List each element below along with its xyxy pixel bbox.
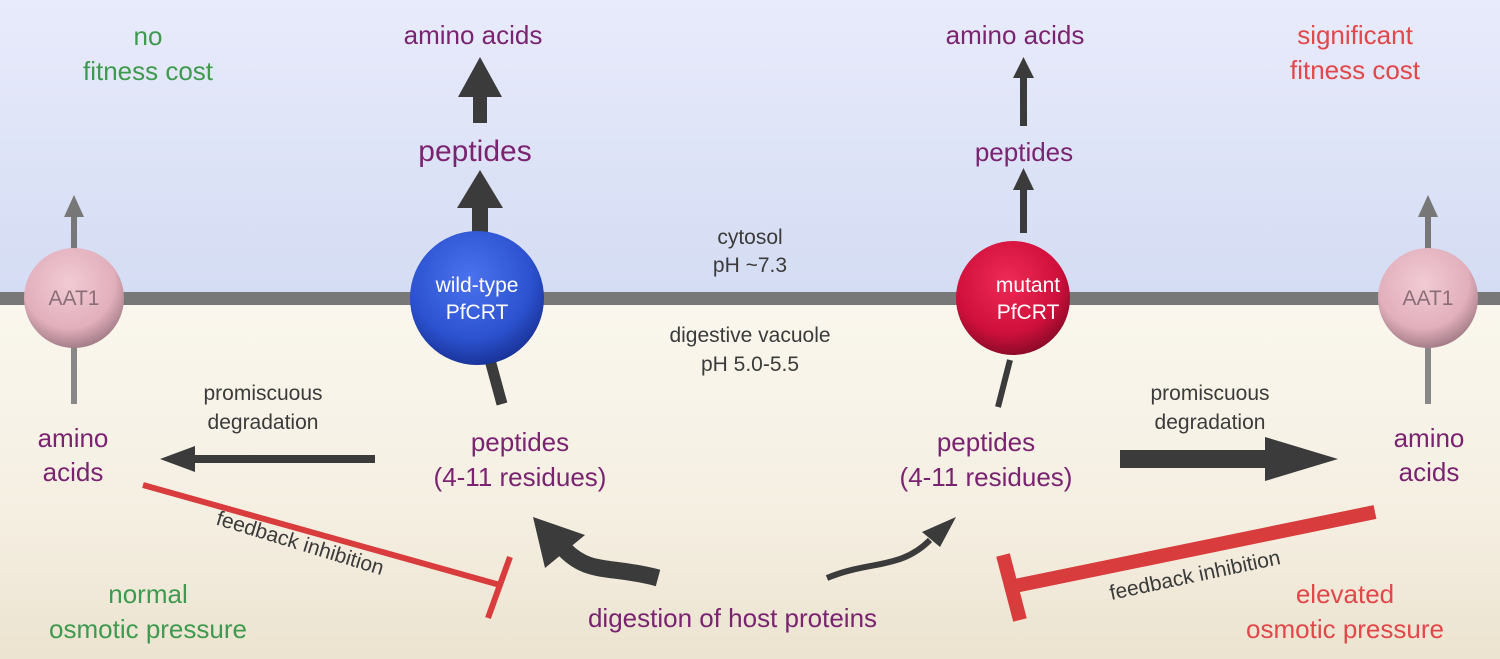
- right-vacuole-amino-line1: amino: [1393, 423, 1465, 453]
- left-degradation-line2: degradation: [207, 411, 319, 434]
- left-vacuole-amino-line1: amino: [37, 423, 109, 453]
- left-degradation-line1: promiscuous: [203, 382, 323, 405]
- mutant-label-line2: PfCRT: [996, 301, 1060, 324]
- cytosol-ph: pH ~7.3: [712, 254, 788, 277]
- right-vacuole-amino-line2: acids: [1398, 457, 1460, 487]
- right-feedback-inhibition: [996, 505, 1377, 622]
- right-osmotic-line1: elevated: [1295, 579, 1395, 609]
- left-cytosol-amino-acids: amino acids: [403, 20, 543, 50]
- mutant-export-arrows: [995, 57, 1034, 408]
- cytosol-region: [0, 0, 1500, 298]
- left-peptides-line2: (4-11 residues): [433, 462, 607, 492]
- wildtype-pfcrt-circle: [410, 231, 544, 365]
- wildtype-label-line1: wild-type: [435, 274, 519, 297]
- membrane: [0, 292, 1500, 305]
- left-digestion-arrow: [533, 517, 661, 587]
- aat1-left-circle: [24, 248, 124, 348]
- left-fitness-line2: fitness cost: [82, 56, 214, 86]
- right-degradation-arrow: [1120, 437, 1338, 481]
- right-osmotic-line2: osmotic pressure: [1246, 614, 1444, 644]
- aat1-left-arrow: [64, 195, 84, 404]
- vacuole-label: digestive vacuole: [669, 324, 831, 347]
- right-fitness-line1: significant: [1297, 20, 1413, 50]
- right-digestion-arrow: [825, 517, 956, 581]
- right-cytosol-peptides: peptides: [974, 137, 1074, 167]
- right-peptides-line1: peptides: [936, 427, 1036, 457]
- left-feedback-inhibition: [142, 482, 513, 620]
- digestion-label: digestion of host proteins: [587, 603, 878, 633]
- aat1-right-label: AAT1: [1402, 287, 1454, 310]
- aat1-left-label: AAT1: [48, 287, 100, 310]
- left-cytosol-peptides: peptides: [418, 135, 532, 168]
- left-osmotic-line2: osmotic pressure: [49, 614, 247, 644]
- aat1-right-circle: [1378, 248, 1478, 348]
- mutant-pfcrt-circle: [956, 241, 1070, 355]
- right-degradation-line1: promiscuous: [1150, 382, 1270, 405]
- mutant-label-line1: mutant: [995, 274, 1061, 297]
- aat1-right-arrow: [1418, 195, 1438, 404]
- left-peptides-line1: peptides: [470, 427, 570, 457]
- right-peptides-line2: (4-11 residues): [899, 462, 1073, 492]
- right-fitness-line2: fitness cost: [1289, 55, 1421, 85]
- left-vacuole-amino-line2: acids: [42, 457, 104, 487]
- right-cytosol-amino-acids: amino acids: [945, 20, 1085, 50]
- wildtype-label-line2: PfCRT: [445, 301, 509, 324]
- left-fitness-line1: no: [133, 21, 163, 51]
- left-degradation-arrow: [160, 446, 375, 472]
- vacuole-ph: pH 5.0-5.5: [700, 353, 800, 376]
- left-osmotic-line1: normal: [108, 579, 188, 609]
- right-degradation-line2: degradation: [1154, 411, 1266, 434]
- vacuole-region: [0, 298, 1500, 659]
- cytosol-label: cytosol: [717, 226, 783, 249]
